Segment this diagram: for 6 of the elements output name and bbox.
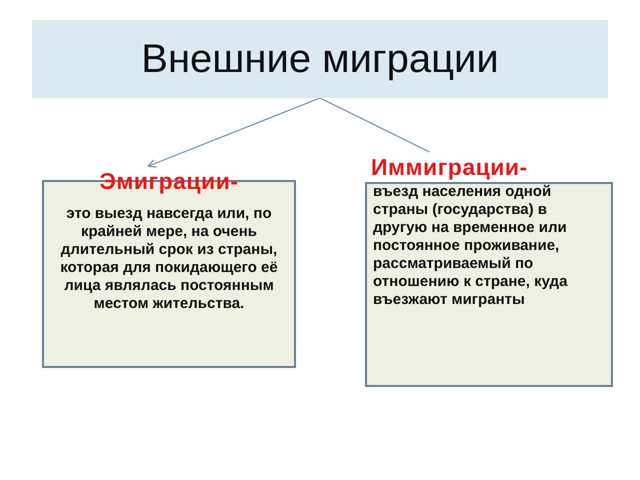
definition-text: въезд населения одной страны (государства) в другую на временное или постоянное проживание, рассматриваемый по отношению к стране, куда въезжают мигранты [372, 182, 568, 310]
definition-text: это выезд навсегда или, по крайней мере, на очень длительный срок из страны, которая для покидающего её лица являлась постоянным местом жительства. [59, 204, 279, 314]
title-band [32, 20, 608, 98]
term-heading: Иммиграции- [371, 154, 529, 181]
connector-arrow [147, 97, 320, 168]
title-text: Внешние миграции [141, 36, 499, 82]
